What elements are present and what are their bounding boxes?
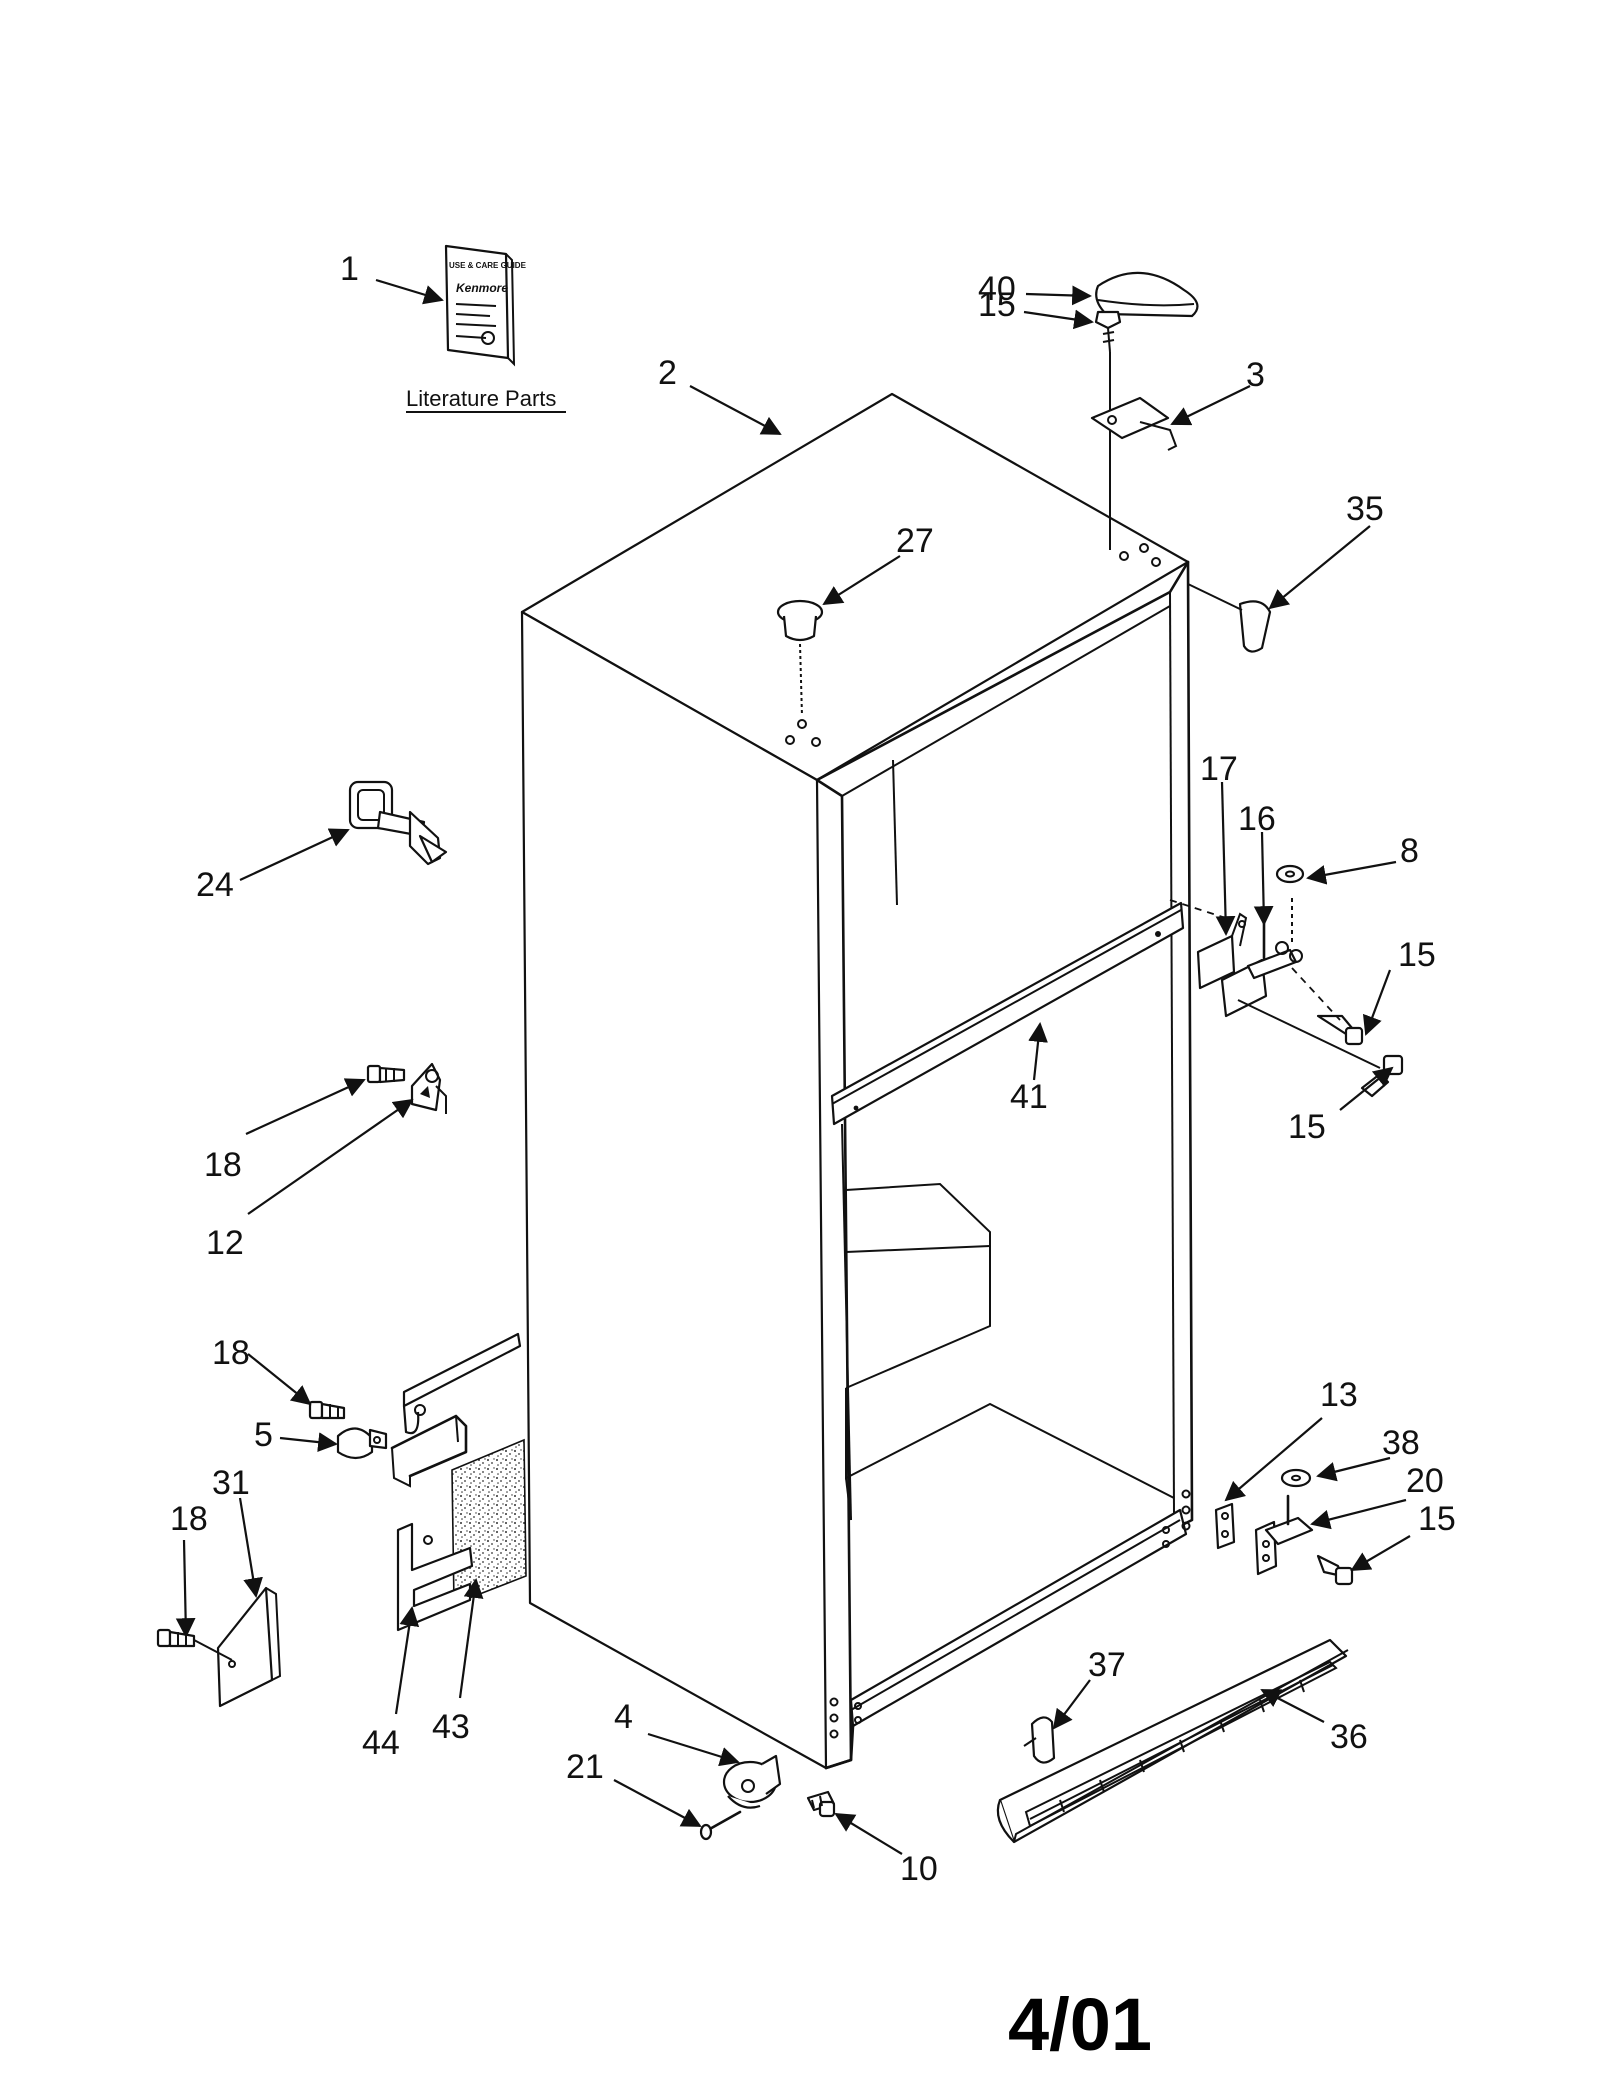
- screw-upper-left: [366, 1064, 406, 1084]
- callout-16: 16: [1238, 800, 1276, 838]
- bottom-hinge: [1254, 1494, 1314, 1576]
- washer: [1275, 864, 1305, 946]
- callout-2: 2: [658, 354, 677, 392]
- grille-clip: [1023, 1716, 1056, 1764]
- callout-1: 1: [340, 250, 359, 288]
- callout-13: 13: [1320, 1376, 1358, 1414]
- literature-parts-label: Literature Parts: [406, 386, 556, 411]
- bottom-hinge-bracket: [1214, 1502, 1236, 1550]
- callout-21: 21: [566, 1748, 604, 1786]
- door-bracket: [410, 1062, 447, 1114]
- access-cover: [216, 1586, 282, 1708]
- callout-35: 35: [1346, 490, 1384, 528]
- callout-15-center-a: 15: [1398, 936, 1436, 974]
- callout-12: 12: [206, 1224, 244, 1262]
- booklet-brand: Kenmore: [456, 281, 508, 295]
- screw-21: [699, 1810, 742, 1841]
- refrigerator-cabinet: [520, 392, 1194, 1770]
- wire-clamp: [336, 1427, 388, 1460]
- callout-4: 4: [614, 1698, 633, 1736]
- callout-17: 17: [1200, 750, 1238, 788]
- callout-31: 31: [212, 1464, 250, 1502]
- callout-20: 20: [1406, 1462, 1444, 1500]
- date-code: 4/01: [1008, 1983, 1152, 2066]
- callout-18-middle: 18: [212, 1334, 250, 1372]
- screw-middle-left: [308, 1400, 346, 1420]
- callout-labels: 1 2 3 4 5 8 10 12 13 15 15 15 15 16 17 1…: [170, 250, 1456, 1888]
- callout-41: 41: [1010, 1078, 1048, 1116]
- bottom-hinge-washer: [1280, 1468, 1312, 1488]
- booklet-title: USE & CARE GUIDE: [449, 261, 527, 270]
- callout-18-lower: 18: [170, 1500, 208, 1538]
- callout-43: 43: [432, 1708, 470, 1746]
- callout-36: 36: [1330, 1718, 1368, 1756]
- callout-27: 27: [896, 522, 934, 560]
- screw-top-hinge: [1094, 310, 1122, 550]
- callout-3: 3: [1246, 356, 1265, 394]
- callout-18-upper: 18: [204, 1146, 242, 1184]
- top-hinge: [1090, 396, 1178, 451]
- door-stop: [348, 780, 448, 866]
- toe-grille: [996, 1638, 1349, 1844]
- mounting-bracket: [396, 1522, 474, 1632]
- callout-10: 10: [900, 1850, 938, 1888]
- callout-38: 38: [1382, 1424, 1420, 1462]
- callout-40: 40: [978, 270, 1016, 308]
- leveling-leg: [722, 1754, 782, 1809]
- callout-15-bottom: 15: [1418, 1500, 1456, 1538]
- literature-booklet: USE & CARE GUIDE Kenmore: [444, 244, 527, 367]
- insulation-pad: [451, 1438, 527, 1606]
- callout-15-top: 15: [978, 286, 1016, 324]
- callout-8: 8: [1400, 832, 1419, 870]
- screw-bottom-hinge: [1316, 1554, 1354, 1586]
- callout-5: 5: [254, 1416, 273, 1454]
- callout-15-center-b: 15: [1288, 1108, 1326, 1146]
- hinge-pin-cover: [1187, 583, 1272, 653]
- callout-44: 44: [362, 1724, 400, 1762]
- callout-37: 37: [1088, 1646, 1126, 1684]
- plug-button: [776, 599, 824, 717]
- center-hinge: [1246, 922, 1303, 980]
- top-hinge-cover: [1095, 271, 1199, 318]
- callout-24: 24: [196, 866, 234, 904]
- screw-10: [806, 1790, 836, 1818]
- callout-leaders: [175, 278, 1411, 1855]
- screw-center-hinge-a: [1316, 1014, 1364, 1046]
- wiring-bracket: [390, 1332, 522, 1488]
